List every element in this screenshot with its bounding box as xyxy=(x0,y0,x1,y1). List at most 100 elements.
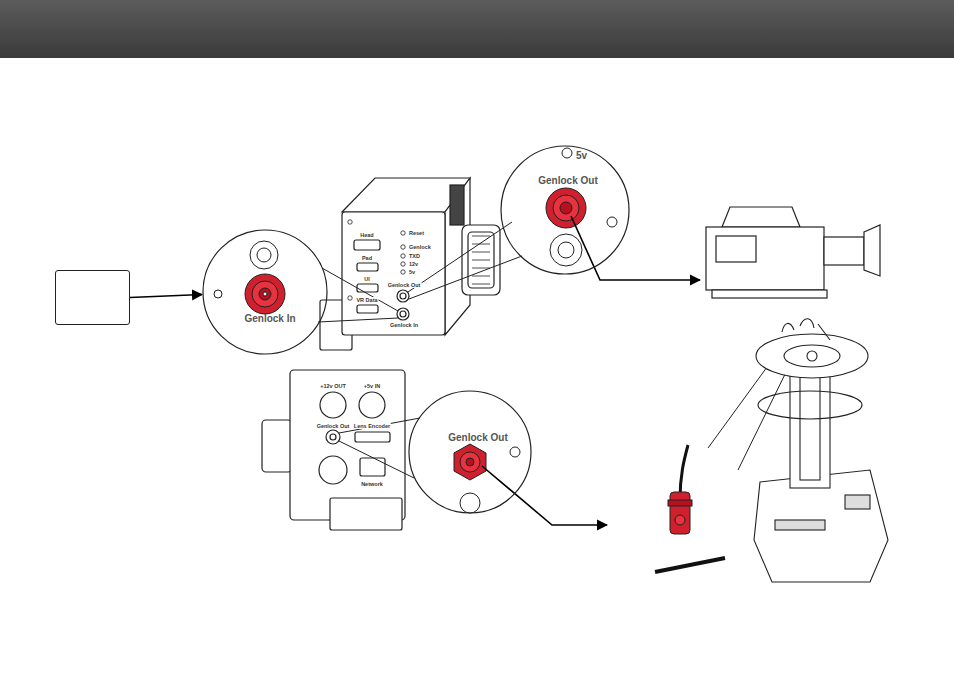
connector-label: 5v xyxy=(576,150,587,161)
genlock-box-upper xyxy=(468,232,494,288)
pedestal xyxy=(782,319,830,340)
pedestal xyxy=(790,360,830,488)
db-port xyxy=(357,284,378,292)
camera xyxy=(716,236,756,262)
leader-line xyxy=(339,418,420,433)
bnc-connector-red xyxy=(454,444,486,480)
magnifier-outline xyxy=(408,390,532,514)
knurling xyxy=(472,236,490,237)
led xyxy=(401,270,405,274)
bnc-port xyxy=(397,308,409,320)
db-port xyxy=(355,432,390,442)
port-label: UI xyxy=(363,276,371,282)
genlock-box-upper xyxy=(462,225,500,295)
led xyxy=(348,220,352,224)
db-port xyxy=(357,263,378,271)
bnc-port xyxy=(397,290,409,320)
bnc-connector-red xyxy=(510,447,520,457)
leader-line xyxy=(318,318,398,322)
genlock-box-upper xyxy=(342,212,445,335)
led xyxy=(348,220,405,300)
leader-line xyxy=(322,268,398,311)
bnc-port xyxy=(326,430,340,444)
led xyxy=(401,231,405,235)
bnc-connector-red xyxy=(560,202,572,214)
pedestal xyxy=(784,345,840,367)
port-label: Pad xyxy=(361,255,373,261)
connector-label: Genlock Out xyxy=(448,432,507,443)
port-label: +12v OUT xyxy=(319,383,347,389)
source-box xyxy=(55,270,130,325)
port-label: Genlock xyxy=(408,244,432,250)
port-label: Network xyxy=(360,481,384,487)
leader-line xyxy=(408,222,512,292)
bnc-connector-red xyxy=(460,493,480,513)
bnc-connector-red xyxy=(607,217,617,227)
pedestal xyxy=(758,391,862,419)
pedestal xyxy=(754,319,888,582)
xlr-port xyxy=(320,392,385,418)
camera xyxy=(824,237,864,265)
bnc-connector-red xyxy=(259,288,271,300)
cable-plug xyxy=(675,515,685,525)
header-bar xyxy=(0,0,954,58)
connector-label: Genlock In xyxy=(244,313,295,324)
db-port xyxy=(357,305,378,313)
pedestal xyxy=(775,520,825,530)
leader-line xyxy=(409,256,522,299)
port-label: Lens Encoder xyxy=(353,423,391,429)
bnc-port xyxy=(400,311,406,317)
pedestal xyxy=(845,495,870,509)
knurling xyxy=(472,284,490,285)
cable-plug xyxy=(670,492,690,534)
knurling xyxy=(472,260,490,261)
db-port xyxy=(354,240,380,313)
cable-plug xyxy=(655,558,725,572)
signal-arrow xyxy=(482,466,607,525)
magnifier-outline xyxy=(202,229,328,355)
leader-line xyxy=(318,222,522,322)
magnified-detail: Genlock Out xyxy=(408,390,532,514)
genlock-box-lower xyxy=(262,420,292,472)
signal-arrow xyxy=(571,216,700,280)
port-label: Reset xyxy=(408,230,425,236)
power-port xyxy=(319,456,347,484)
port-label: 12v xyxy=(408,261,419,267)
pedestal xyxy=(800,370,820,480)
bnc-connector-red xyxy=(562,148,572,158)
bnc-port xyxy=(330,434,336,440)
bnc-connector-red xyxy=(214,290,222,298)
leader-line xyxy=(339,441,414,478)
camera xyxy=(706,207,880,298)
knurling xyxy=(472,244,490,245)
xlr-port xyxy=(359,392,385,418)
signal-arrow xyxy=(130,295,202,298)
bnc-connector-red xyxy=(250,241,278,269)
connector-label: Genlock Out xyxy=(538,175,597,186)
bnc-connector-red xyxy=(466,458,474,466)
knurling xyxy=(472,252,490,253)
camera xyxy=(864,225,880,276)
bnc-port xyxy=(326,430,340,444)
port-label: Genlock Out xyxy=(387,282,422,288)
port-label: TXD xyxy=(408,253,421,259)
port-label: +5v IN xyxy=(363,383,381,389)
knurling xyxy=(472,276,490,277)
magnified-detail: Genlock In xyxy=(202,229,328,355)
pedestal xyxy=(756,334,868,378)
cable-plug xyxy=(655,445,725,572)
bnc-connector-red xyxy=(257,248,271,262)
bnc-connector-red xyxy=(460,452,480,472)
port-label: Head xyxy=(359,232,374,238)
bnc-connector-red xyxy=(454,444,520,513)
magnifier-outline xyxy=(203,230,327,354)
leader-line xyxy=(738,360,792,470)
bnc-port xyxy=(400,293,406,299)
network-port xyxy=(360,458,385,476)
port-label: Genlock Out xyxy=(316,423,351,429)
camera xyxy=(712,290,827,298)
genlock-box-upper xyxy=(450,185,464,225)
leader-line xyxy=(339,418,420,478)
